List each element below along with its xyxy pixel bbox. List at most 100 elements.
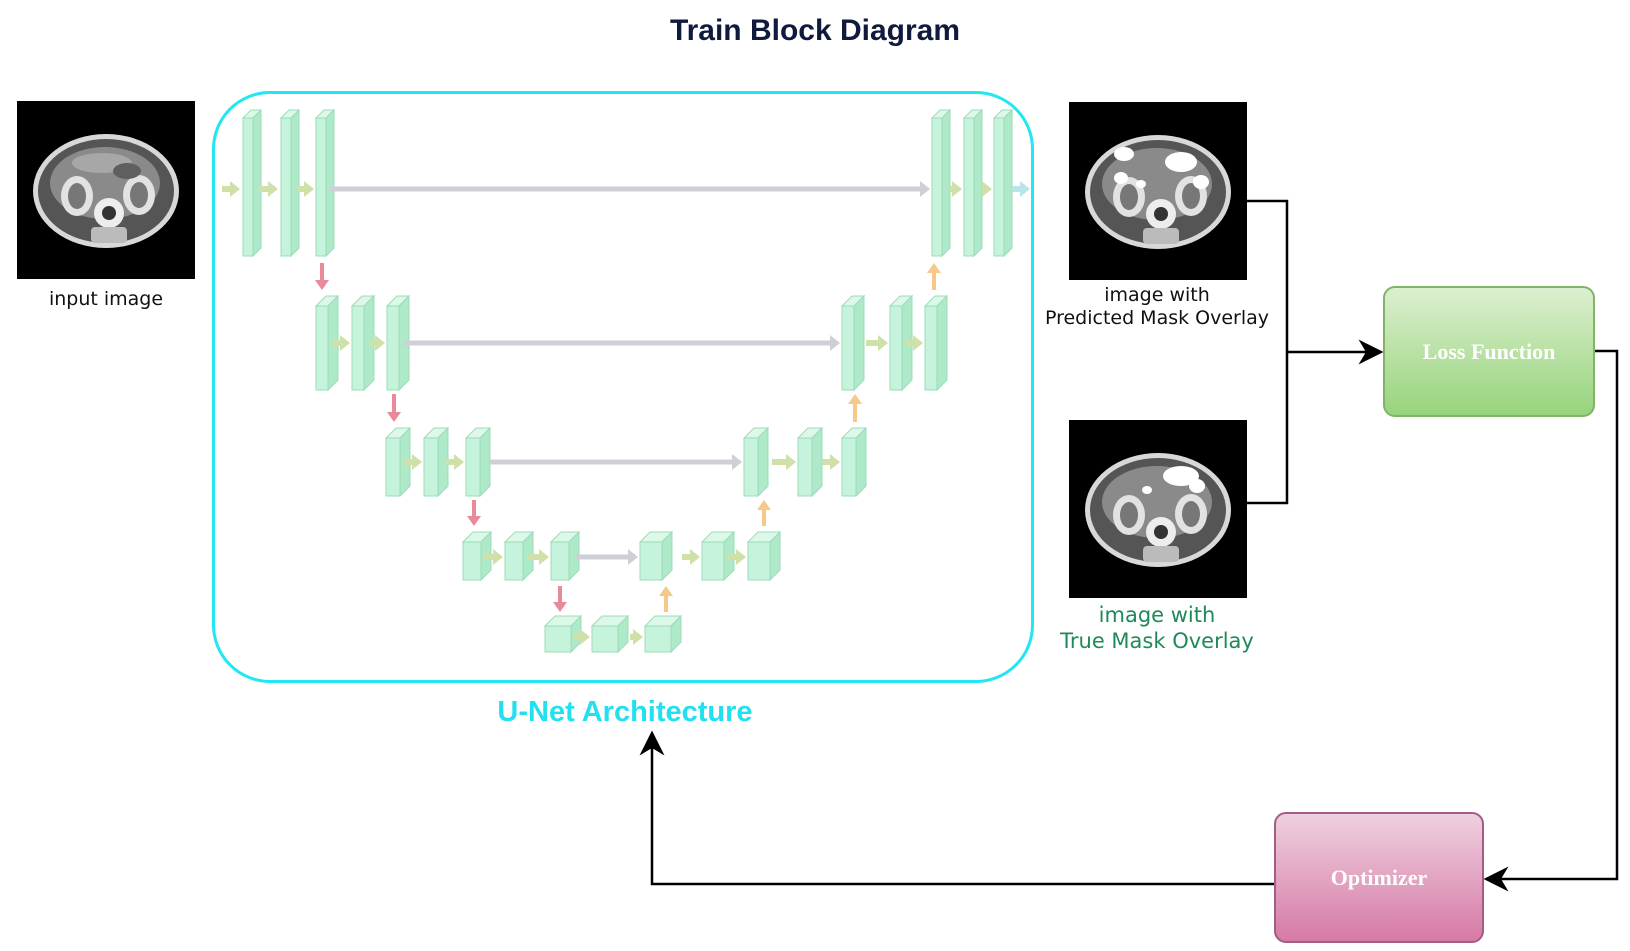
unet-conv-arrow-l3-c-shaft <box>772 459 788 465</box>
unet-conv-arrow-l4-b-shaft <box>527 554 541 560</box>
loss-function-box[interactable]: Loss Function <box>1383 286 1595 417</box>
unet-layer-l4-up-2-face <box>769 530 781 582</box>
unet-layer-l3-up-1-face <box>797 437 813 497</box>
unet-conv-arrow-l2-a-head <box>340 335 350 351</box>
unet-skip-arrow-l2-shaft <box>404 340 832 346</box>
unet-conv-arrow-l5-b-shaft <box>630 634 635 640</box>
unet-conv-arrow-l1-e-head <box>982 181 992 197</box>
unet-layer-l1-2-face <box>315 117 327 257</box>
loss-to-optimizer-arrow <box>1483 349 1619 892</box>
unet-layer-l2-up-0-face <box>841 305 855 391</box>
true-mask-caption: image with True Mask Overlay <box>1030 602 1284 654</box>
unet-down-arrow-2-head <box>387 412 401 422</box>
ct-scan-true-icon <box>1085 453 1231 567</box>
unet-conv-arrow-l1-b-shaft <box>259 186 270 192</box>
unet-layer-l3-up-2 <box>840 426 868 498</box>
optimizer-label: Optimizer <box>1330 864 1428 890</box>
optimizer-to-unet-arrow <box>639 730 1274 886</box>
true-caption-line1: image with <box>1098 603 1216 627</box>
unet-layer-l2-up-1-face <box>889 305 903 391</box>
unet-skip-arrow-l4-shaft <box>576 554 630 560</box>
unet-down-arrow-3-head <box>467 516 481 526</box>
predicted-mask-caption: image with Predicted Mask Overlay <box>1030 284 1284 330</box>
unet-layer-l2-up-2-face <box>936 294 948 392</box>
unet-conv-arrow-l3-c-head <box>786 454 796 470</box>
input-image <box>17 101 195 279</box>
unet-layer-l2-up-2-face <box>924 305 938 391</box>
unet-conv-arrow-l4-a-head <box>493 549 503 565</box>
unet-layer-l1-1-face <box>290 108 300 258</box>
unet-up-arrow-2-shaft <box>762 508 766 526</box>
unet-output-arrow-shaft <box>1012 186 1022 192</box>
unet-layer-l2-2-face <box>386 305 400 391</box>
unet-layer-l4-0-face <box>462 541 482 581</box>
unet-conv-arrow-l3-b-shaft <box>446 459 456 465</box>
unet-skip-arrow-l1-shaft <box>330 186 922 192</box>
predicted-mask-image <box>1069 102 1247 280</box>
unet-layer-l1-up-2-face <box>993 117 1005 257</box>
unet-conv-arrow-l1-a-shaft <box>222 186 232 192</box>
unet-layer-l3-up-1-face <box>811 426 823 498</box>
unet-bottleneck-2-face <box>670 614 682 654</box>
diagram-title: Train Block Diagram <box>669 14 961 47</box>
unet-conv-arrow-l3-d-head <box>830 454 840 470</box>
unet-layer-l1-up-0-face <box>941 108 951 258</box>
unet-conv-arrow-l4-d-head <box>736 549 746 565</box>
unet-conv-arrow-l2-d-head <box>913 335 923 351</box>
unet-layer-l1-up-0 <box>930 108 952 258</box>
unet-layer-l1-up-1-face <box>973 108 983 258</box>
unet-conv-arrow-l5-a-head <box>580 629 590 645</box>
input-image-caption: input image <box>48 288 164 310</box>
loss-function-label: Loss Function <box>1422 338 1556 364</box>
unet-layer-l3-1 <box>422 426 450 498</box>
unet-layer-l3-2 <box>464 426 492 498</box>
unet-layer-l1-up-2-face <box>1003 108 1013 258</box>
unet-down-arrow-2-shaft <box>392 394 396 414</box>
unet-bottleneck-2-face <box>644 625 672 653</box>
unet-layer-l1-up-2 <box>992 108 1014 258</box>
unet-skip-arrow-l2-head <box>830 335 840 351</box>
unet-layer-l3-up-0 <box>742 426 770 498</box>
unet-layer-l4-2 <box>549 530 581 582</box>
unet-layer-l2-0-face <box>315 305 329 391</box>
unet-bottleneck-1-face <box>591 625 619 653</box>
unet-frame <box>212 91 1034 683</box>
unet-layer-l3-1-face <box>423 437 439 497</box>
optimizer-box[interactable]: Optimizer <box>1274 812 1484 943</box>
true-caption-line2: True Mask Overlay <box>1060 629 1254 653</box>
unet-layer-l4-2-face <box>568 530 580 582</box>
unet-conv-arrow-l3-a-shaft <box>404 459 414 465</box>
unet-up-arrow-3-shaft <box>853 402 857 422</box>
unet-layer-l2-1-face <box>363 294 375 392</box>
unet-layer-l4-up-0-face <box>661 530 673 582</box>
unet-down-arrow-1-head <box>315 280 329 290</box>
ct-scan-icon <box>33 134 179 248</box>
unet-bottleneck-1 <box>590 614 630 654</box>
unet-down-arrow-4-head <box>553 602 567 612</box>
unet-up-arrow-4-head <box>927 263 941 273</box>
unet-layer-l1-up-1 <box>962 108 984 258</box>
unet-layer-l1-2-face <box>325 108 335 258</box>
unet-up-arrow-2-head <box>757 500 771 510</box>
unet-layer-l4-up-2-face <box>747 541 771 581</box>
unet-layer-l4-1-face <box>504 541 524 581</box>
unet-conv-arrow-l4-a-shaft <box>484 554 495 560</box>
unet-layer-l4-2-face <box>550 541 570 581</box>
true-to-loss-connector <box>1238 352 1289 505</box>
unet-layer-l1-1-face <box>280 117 292 257</box>
unet-conv-arrow-l5-a-shaft <box>574 634 582 640</box>
unet-layer-l2-up-0-face <box>853 294 865 392</box>
unet-conv-arrow-l1-a-head <box>230 181 240 197</box>
unet-down-arrow-1-shaft <box>320 263 324 282</box>
unet-conv-arrow-l5-b-head <box>633 629 643 645</box>
unet-layer-l3-up-1 <box>796 426 824 498</box>
unet-layer-l3-up-2-face <box>841 437 857 497</box>
unet-conv-arrow-l1-c-head <box>304 181 314 197</box>
unet-skip-arrow-l4-head <box>628 549 638 565</box>
unet-skip-arrow-l1-head <box>920 181 930 197</box>
unet-conv-arrow-l3-d-shaft <box>822 459 832 465</box>
unet-bottleneck-2 <box>643 614 683 654</box>
unet-layer-l4-up-2 <box>746 530 782 582</box>
unet-up-arrow-1-shaft <box>664 594 668 612</box>
